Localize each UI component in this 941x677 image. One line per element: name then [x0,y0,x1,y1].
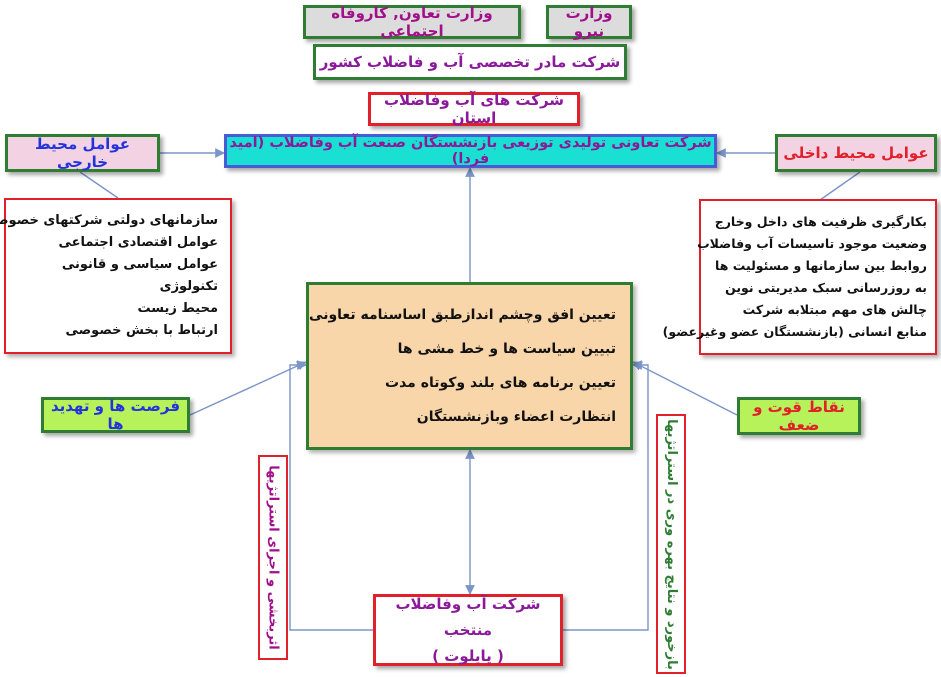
right-loop-arrow [563,360,649,631]
internal-item: منابع انسانی (بازنشستگان عضو وغیرعضو) [662,324,927,339]
external-item: عوامل سیاسی و قانونی [61,257,218,272]
strengths-weaknesses-box: نقاط قوت و ضعف [737,397,861,435]
internal-factors-title-box: عوامل محیط داخلی [775,134,937,172]
external-item: ارتباط با بخش خصوصی [65,323,218,338]
provincial-companies-label: شرکت های آب وفاضلاب استان [383,91,565,127]
opportunities-threats-box: فرصت ها و تهدید ها [41,397,190,433]
cooperative-label: شرکت تعاونی تولیدی توزیعی بازنشستگان صنع… [229,135,712,167]
mother-company-label: شرکت مادر تخصصی آب و فاضلاب کشور [319,53,621,71]
internal-item: چالش های مهم مبتلابه شرکت [742,302,927,317]
internal-factors-list: بکارگیری ظرفیت های داخل وخارج وضعیت موجو… [662,199,937,355]
central-item: تعیین برنامه های بلند وکوتاه مدت [385,375,616,391]
provincial-companies-box: شرکت های آب وفاضلاب استان [368,91,580,127]
external-factors-title-box: عوامل محیط خارجی [5,134,160,172]
internal-title-to-list-line [819,171,861,201]
strengths-weaknesses-label: نقاط قوت و ضعف [753,398,845,434]
internal-factors-title: عوامل محیط داخلی [783,144,929,162]
ministry-welfare-label: وزارت تعاون, کاروفاه اجتماعی [331,4,493,40]
pilot-company-label: شرکت آب وفاضلاب منتخب [395,595,541,639]
internal-item: وضعیت موجود تاسیسات آب وفاضلاب [697,236,927,251]
effectiveness-label-box: اثربخشی و اجرای استراتژیها [258,455,288,660]
ministry-energy-box: وزارت نیرو [546,4,632,40]
central-strategy-box: تعیین افق وچشم اندازطبق اساسنامه تعاونی … [306,282,633,450]
cooperative-box: شرکت تعاونی تولیدی توزیعی بازنشستگان صنع… [224,134,717,168]
external-factors-list: سازمانهای دولتی شرکتهای خصوصی عوامل اقتص… [0,198,232,354]
strengths-to-central-arrow [632,361,738,416]
pilot-company-box: شرکت آب وفاضلاب منتخب ( پایلوت ) [373,594,563,666]
feedback-label: بازخورد و نتایج بهره وری در استراتژیها [663,418,679,670]
central-item: انتظارت اعضاء وبازنشستگان [416,409,616,425]
opportunities-to-central-arrow [189,361,307,416]
feedback-label-box: بازخورد و نتایج بهره وری در استراتژیها [656,414,686,674]
internal-item: به روزرسانی سبک مدیریتی نوین [725,280,927,295]
external-title-to-list-line [79,171,119,199]
internal-item: بکارگیری ظرفیت های داخل وخارج [714,214,927,229]
external-factors-title: عوامل محیط خارجی [35,135,130,171]
central-item: تعیین افق وچشم اندازطبق اساسنامه تعاونی [309,307,616,323]
opportunities-threats-label: فرصت ها و تهدید ها [50,397,181,433]
central-item: تبیین سیاست ها و خط مشی ها [397,341,616,357]
left-loop-arrow [289,360,373,631]
mother-company-box: شرکت مادر تخصصی آب و فاضلاب کشور [313,44,627,80]
external-item: تکنولوژی [159,279,218,294]
external-item: عوامل اقتصادی اجتماعی [58,235,218,250]
internal-item: روابط بین سازمانها و مسئولیت ها [715,258,927,273]
ministry-welfare-box: وزارت تعاون, کاروفاه اجتماعی [303,4,521,40]
ministry-energy-label: وزارت نیرو [565,4,613,40]
effectiveness-label: اثربخشی و اجرای استراتژیها [265,465,281,650]
external-item: سازمانهای دولتی شرکتهای خصوصی [0,213,218,228]
external-item: محیط زیست [137,301,218,316]
pilot-company-sublabel: ( پایلوت ) [432,647,504,665]
